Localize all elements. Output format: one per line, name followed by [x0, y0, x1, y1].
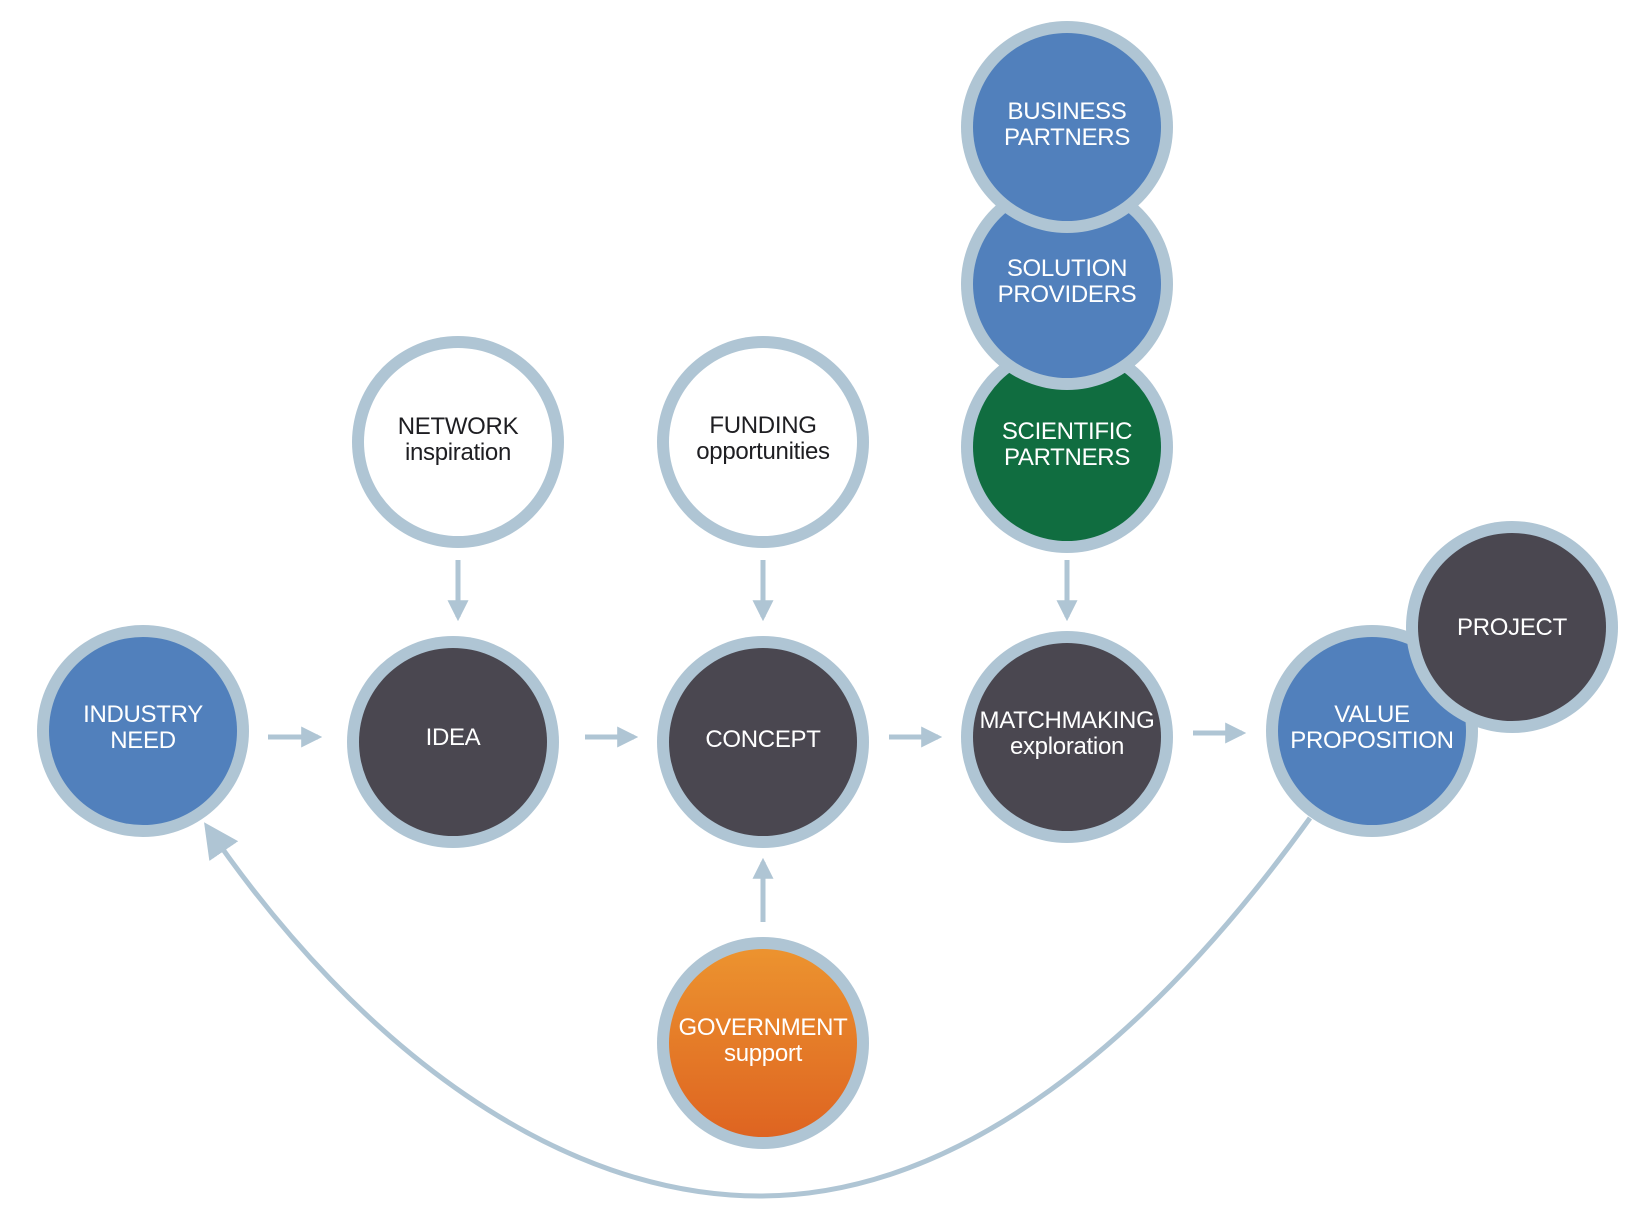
government-label-line1: GOVERNMENT [678, 1014, 848, 1041]
business-partners-label-line1: BUSINESS [1008, 98, 1127, 125]
funding-label-line2: opportunities [696, 438, 830, 465]
idea-label: IDEA [426, 724, 481, 751]
network-label-line1: NETWORK [398, 413, 519, 440]
node-funding-opportunities: FUNDING opportunities [657, 336, 869, 548]
node-government-support: GOVERNMENT support [657, 937, 869, 1149]
node-concept: CONCEPT [657, 636, 869, 848]
scientific-partners-label-line2: PARTNERS [1004, 444, 1130, 471]
value-proposition-label-line1: VALUE [1334, 701, 1409, 728]
industry-need-label-line1: INDUSTRY [83, 701, 203, 728]
industry-need-label-line2: NEED [110, 727, 175, 754]
node-solution-providers: SOLUTION PROVIDERS [961, 178, 1173, 390]
node-idea: IDEA [347, 636, 559, 848]
node-industry-need: INDUSTRY NEED [37, 625, 249, 837]
node-scientific-partners: SCIENTIFIC PARTNERS [961, 341, 1173, 553]
scientific-partners-label-line1: SCIENTIFIC [1002, 418, 1132, 445]
matchmaking-label-line1: MATCHMAKING [980, 707, 1155, 734]
node-matchmaking-exploration: MATCHMAKING exploration [961, 631, 1173, 843]
solution-providers-label-line1: SOLUTION [1007, 255, 1127, 282]
solution-providers-label-line2: PROVIDERS [998, 281, 1137, 308]
business-partners-label-line2: PARTNERS [1004, 124, 1130, 151]
government-label-line2: support [724, 1040, 803, 1067]
matchmaking-label-line2: exploration [1010, 733, 1124, 760]
node-network-inspiration: NETWORK inspiration [352, 336, 564, 548]
value-proposition-label-line2: PROPOSITION [1290, 727, 1453, 754]
concept-label: CONCEPT [705, 726, 821, 753]
feedback-loop-arrow [204, 816, 1313, 1199]
funding-label-line1: FUNDING [709, 412, 816, 439]
network-label-line2: inspiration [405, 439, 511, 466]
node-value-proposition: VALUE PROPOSITION [1266, 625, 1478, 837]
project-label: PROJECT [1457, 614, 1568, 641]
node-business-partners: BUSINESS PARTNERS [961, 21, 1173, 233]
industry-need-fill [49, 637, 237, 825]
node-project: PROJECT [1406, 521, 1618, 733]
